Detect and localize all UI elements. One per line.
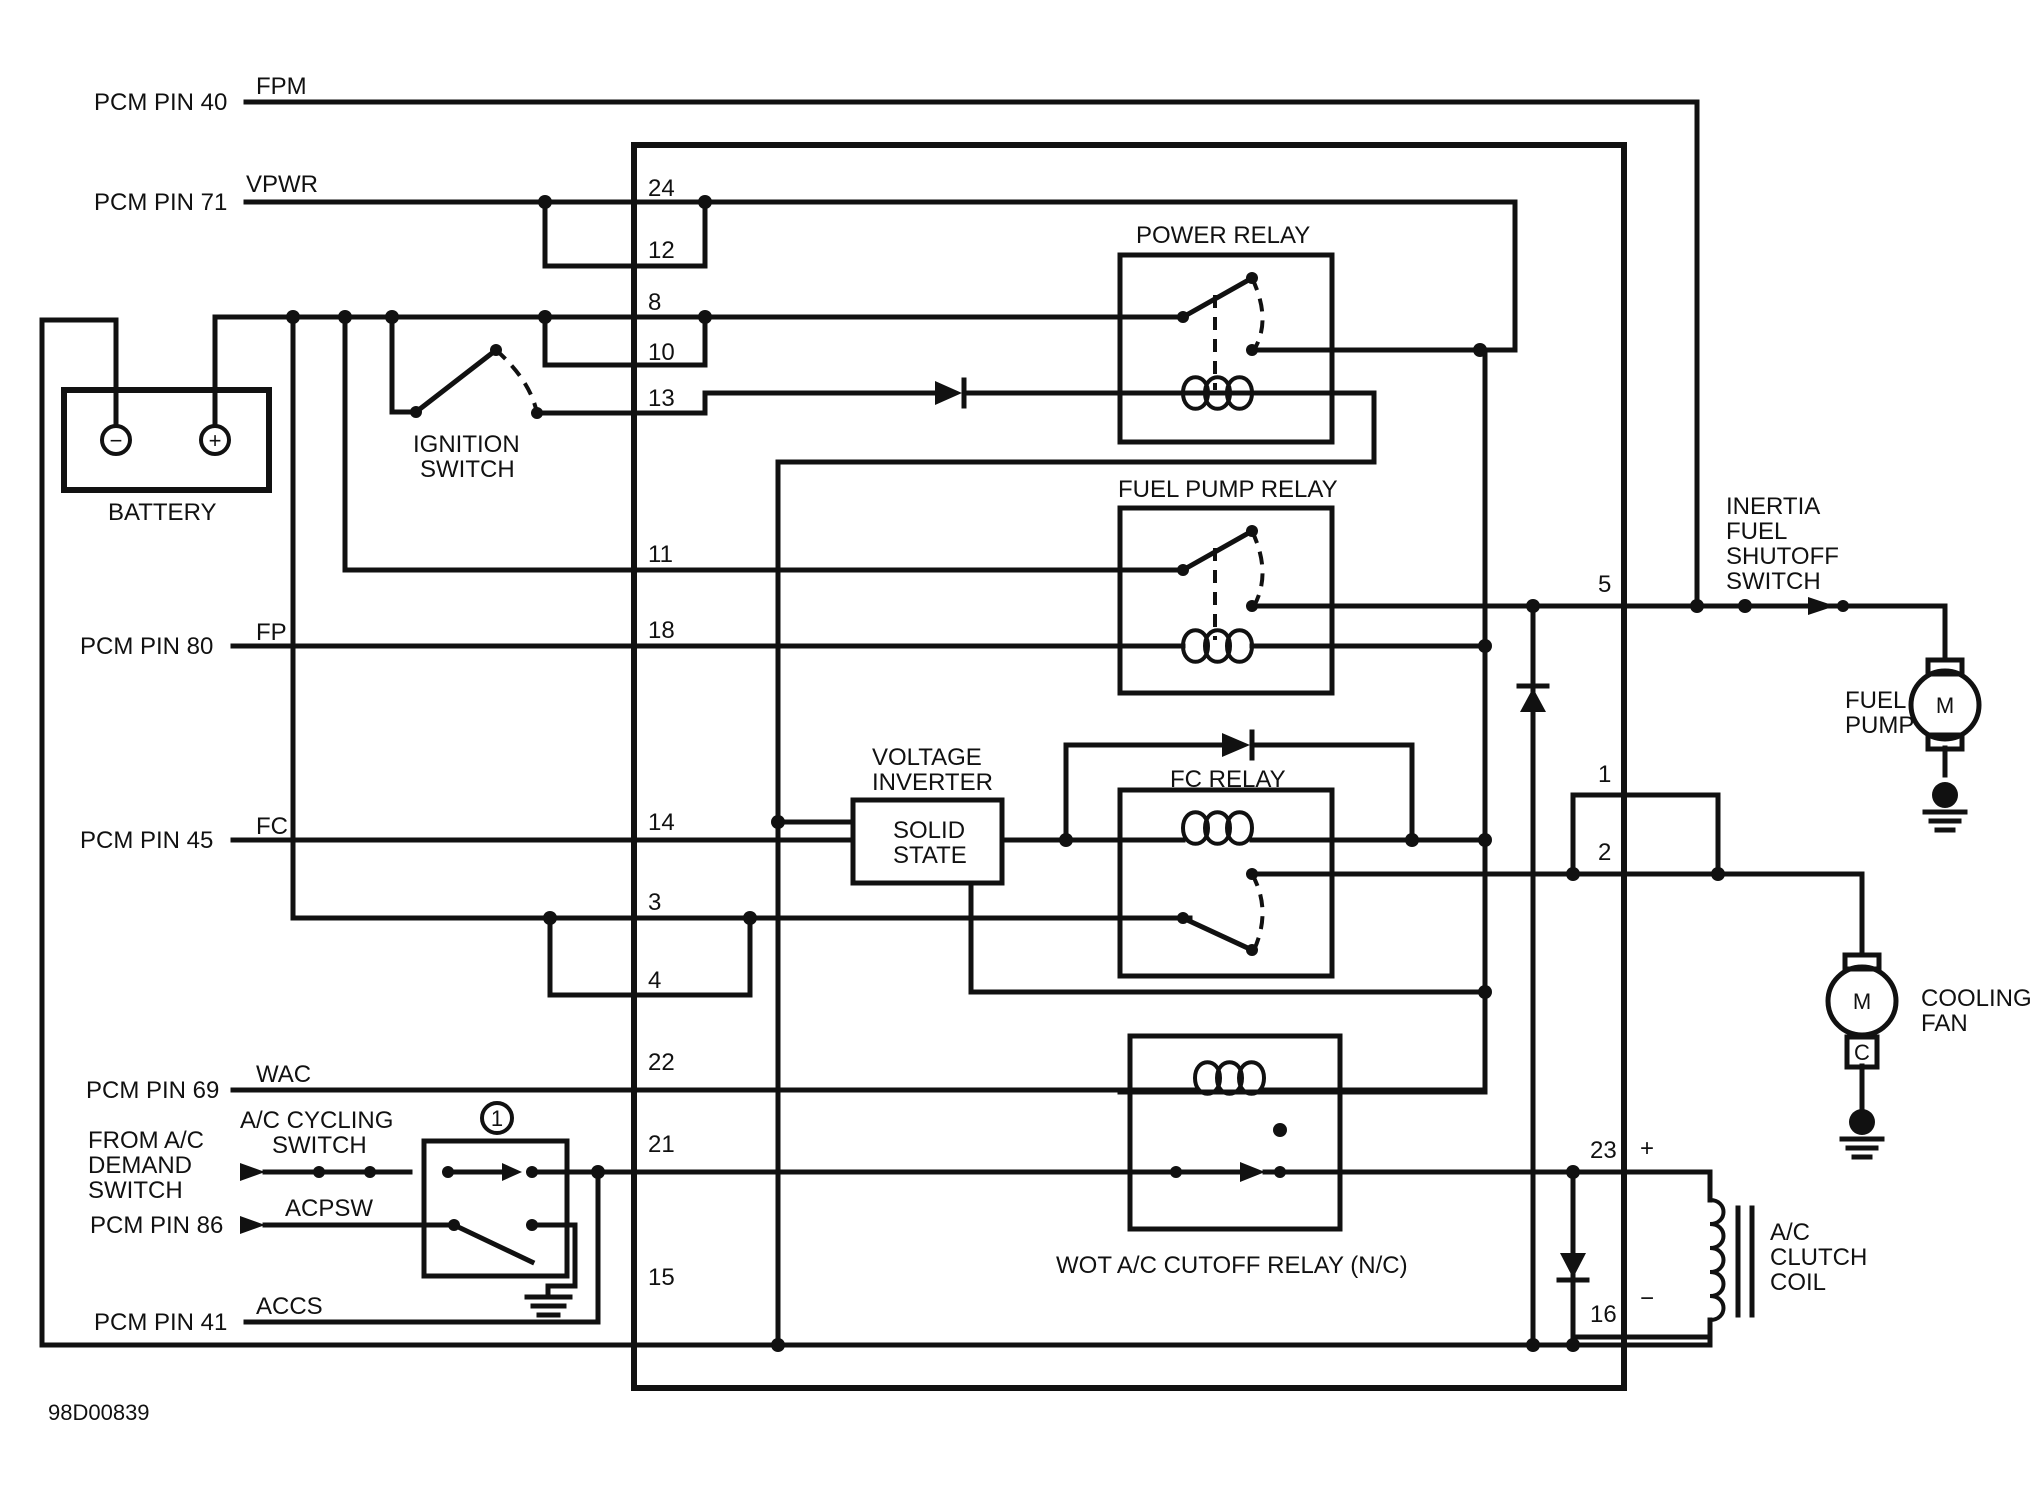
- pcm-pin-86-label: PCM PIN 86: [90, 1212, 223, 1239]
- signal-vpwr: VPWR: [246, 171, 318, 198]
- power-relay-box: [1117, 252, 1335, 445]
- inertia-switch-label-3: SHUTOFF: [1726, 543, 1839, 570]
- voltage-inverter-label-1: VOLTAGE: [872, 744, 982, 771]
- terminal-8: 8: [648, 289, 661, 316]
- ac-clutch-label-3: COIL: [1770, 1269, 1826, 1296]
- fc-relay-box: [1117, 787, 1335, 979]
- pcm-pin-71-label: PCM PIN 71: [94, 189, 227, 216]
- fc-relay-label: FC RELAY: [1170, 766, 1286, 793]
- ac-clutch-label-1: A/C: [1770, 1219, 1810, 1246]
- wires: [39, 99, 1948, 1348]
- ac-cycling-switch-box: [421, 1138, 570, 1279]
- terminal-13: 13: [648, 385, 675, 412]
- terminal-16: 16: [1590, 1301, 1617, 1328]
- from-ac-label-3: SWITCH: [88, 1177, 183, 1204]
- terminal-11: 11: [648, 541, 673, 568]
- fuel-pump-relay-box: [1117, 505, 1335, 696]
- from-ac-label-2: DEMAND: [88, 1152, 192, 1179]
- terminal-12: 12: [648, 237, 675, 264]
- inertia-switch-label-4: SWITCH: [1726, 568, 1821, 595]
- terminal-23: 23: [1590, 1137, 1617, 1164]
- ac-clutch-label-2: CLUTCH: [1770, 1244, 1867, 1271]
- minus-sign: −: [1640, 1285, 1654, 1312]
- voltage-inverter-label-2: INVERTER: [872, 769, 993, 796]
- ac-cycling-label-2: SWITCH: [272, 1132, 367, 1159]
- pcm-pin-41-label: PCM PIN 41: [94, 1309, 227, 1336]
- pcm-pin-80-label: PCM PIN 80: [80, 633, 213, 660]
- battery-pos-symbol: +: [209, 428, 222, 453]
- solid-state-label-2: STATE: [893, 842, 967, 869]
- fuel-pump-motor: M: [1908, 657, 1982, 833]
- signal-acpsw: ACPSW: [285, 1195, 373, 1222]
- ac-cycling-switch-internals: 1: [445, 1101, 578, 1318]
- terminal-24: 24: [648, 175, 675, 202]
- cooling-fan-motor: M C: [1825, 952, 1899, 1160]
- terminal-18: 18: [648, 617, 675, 644]
- terminal-2: 2: [1598, 839, 1611, 866]
- terminal-22: 22: [648, 1049, 675, 1076]
- signal-accs: ACCS: [256, 1293, 323, 1320]
- terminal-21: 21: [648, 1131, 675, 1158]
- cooling-fan-label-1: COOLING: [1921, 985, 2032, 1012]
- solid-state-label-1: SOLID: [893, 817, 965, 844]
- input-arrows: [240, 1163, 265, 1234]
- pcm-pin-45-label: PCM PIN 45: [80, 827, 213, 854]
- terminal-10: 10: [648, 339, 675, 366]
- terminal-1: 1: [1598, 761, 1611, 788]
- power-relay-label: POWER RELAY: [1136, 222, 1310, 249]
- fuel-pump-label-2: PUMP: [1845, 712, 1914, 739]
- battery-box: [61, 387, 272, 493]
- from-ac-label-1: FROM A/C: [88, 1127, 204, 1154]
- battery-label: BATTERY: [108, 499, 216, 526]
- fuel-pump-relay-label: FUEL PUMP RELAY: [1118, 476, 1338, 503]
- figure-id: 98D00839: [48, 1400, 150, 1425]
- ignition-switch: [410, 344, 543, 419]
- relay-internals: [1117, 274, 1335, 1182]
- junction-dots: [286, 195, 1849, 1352]
- wot-relay-label: WOT A/C CUTOFF RELAY (N/C): [1056, 1252, 1408, 1279]
- ac-clutch-coil: [1709, 1198, 1755, 1322]
- plus-sign: +: [1640, 1135, 1654, 1162]
- fan-motor-letter: M: [1853, 989, 1871, 1014]
- ignition-switch-label-1: IGNITION: [413, 431, 520, 458]
- fuel-pump-label-1: FUEL: [1845, 687, 1906, 714]
- diodes: [935, 377, 1590, 1283]
- callout-number: 1: [491, 1106, 503, 1131]
- terminal-5: 5: [1598, 571, 1611, 598]
- terminal-3: 3: [648, 889, 661, 916]
- wot-relay-box: [1127, 1033, 1343, 1232]
- inertia-switch-label-2: FUEL: [1726, 518, 1787, 545]
- signal-fc: FC: [256, 813, 288, 840]
- terminal-15: 15: [648, 1264, 675, 1291]
- pcm-pin-40-label: PCM PIN 40: [94, 89, 227, 116]
- inertia-switch-label-1: INERTIA: [1726, 493, 1820, 520]
- cooling-fan-label-2: FAN: [1921, 1010, 1968, 1037]
- fuel-pump-motor-letter: M: [1936, 693, 1954, 718]
- ignition-switch-label-2: SWITCH: [420, 456, 515, 483]
- signal-wac: WAC: [256, 1061, 311, 1088]
- pcm-pin-69-label: PCM PIN 69: [86, 1077, 219, 1104]
- terminal-14: 14: [648, 809, 675, 836]
- battery-neg-symbol: −: [110, 428, 123, 453]
- terminal-4: 4: [648, 967, 661, 994]
- fan-c-letter: C: [1854, 1040, 1870, 1065]
- control-module-box: [631, 142, 1627, 1391]
- ac-cycling-label-1: A/C CYCLING: [240, 1107, 393, 1134]
- signal-fp: FP: [256, 619, 287, 646]
- signal-fpm: FPM: [256, 73, 307, 100]
- solid-state-box: [850, 797, 1005, 886]
- inertia-switch: [1808, 597, 1835, 615]
